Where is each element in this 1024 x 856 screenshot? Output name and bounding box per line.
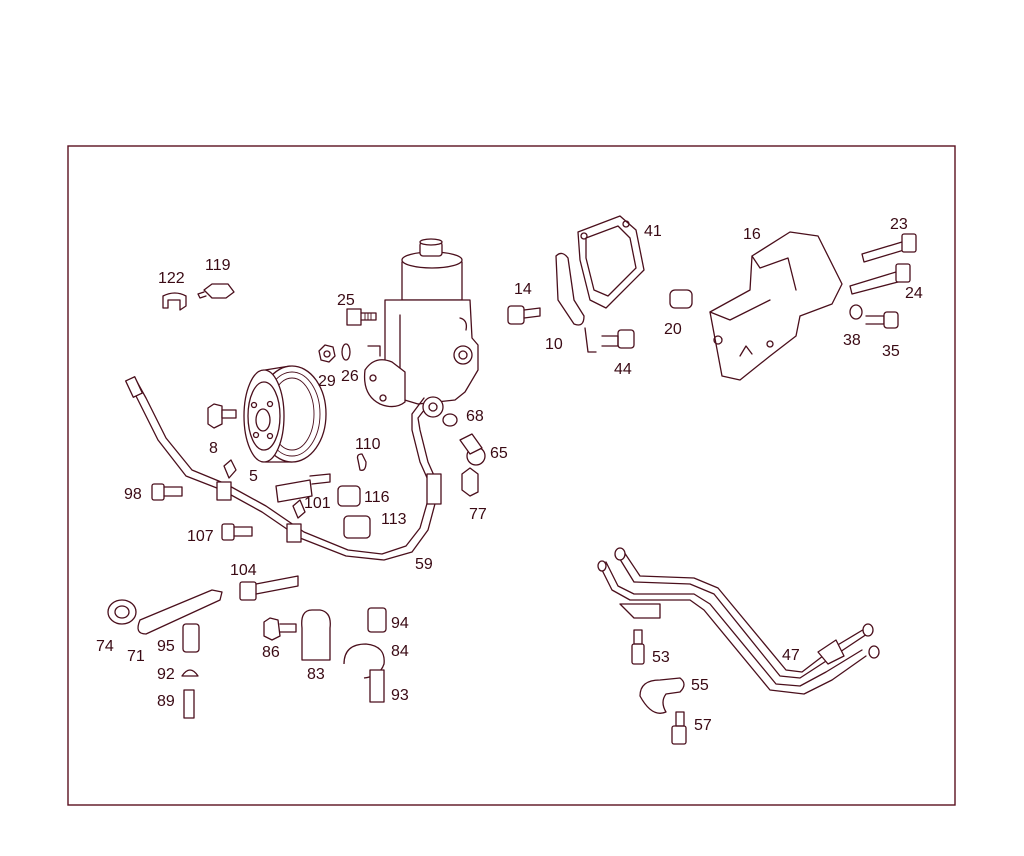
- label-53: 53: [652, 649, 670, 666]
- bolt-8: [207, 403, 237, 429]
- label-23: 23: [890, 216, 908, 233]
- clips-122-119: [162, 283, 235, 311]
- label-86: 86: [262, 644, 280, 661]
- label-98: 98: [124, 486, 142, 503]
- label-110: 110: [355, 436, 381, 453]
- label-94: 94: [391, 615, 409, 632]
- label-44: 44: [614, 361, 632, 378]
- gasket-41: [577, 215, 645, 309]
- label-71: 71: [127, 648, 145, 665]
- hose-59: [125, 376, 444, 561]
- bracket-16: [709, 231, 843, 381]
- label-77: 77: [469, 506, 487, 523]
- label-113: 113: [381, 511, 407, 528]
- pulley-drawing: [243, 365, 327, 463]
- label-89: 89: [157, 693, 175, 710]
- label-24: 24: [905, 285, 923, 302]
- bolt-57: [671, 711, 687, 745]
- bolt-25: [346, 308, 377, 326]
- label-122: 122: [158, 270, 185, 287]
- label-29: 29: [318, 373, 336, 390]
- label-55: 55: [691, 677, 709, 694]
- part-labels: 122 119 25 29 26 8 5 98 107 110 101 116 …: [96, 216, 923, 734]
- label-101: 101: [304, 495, 331, 512]
- sleeve-20: [669, 289, 693, 309]
- steering-pump-drawing: [363, 238, 479, 408]
- parts-74-71-95-92-89: [107, 589, 223, 719]
- label-20: 20: [664, 321, 682, 338]
- label-84: 84: [391, 643, 409, 660]
- label-5: 5: [249, 468, 258, 485]
- bolt-53: [631, 629, 645, 665]
- label-16: 16: [743, 226, 761, 243]
- pipe-assembly-47: [597, 547, 880, 695]
- label-83: 83: [307, 666, 325, 683]
- label-65: 65: [490, 445, 508, 462]
- label-119: 119: [205, 257, 231, 274]
- bracket-10: [555, 252, 597, 353]
- label-14: 14: [514, 281, 532, 298]
- label-74: 74: [96, 638, 114, 655]
- label-104: 104: [230, 562, 257, 579]
- parts-86-83-94-84-93: [263, 607, 387, 703]
- label-95: 95: [157, 638, 175, 655]
- nut-29-washer-26: [318, 343, 351, 363]
- bolt-98: [151, 483, 183, 501]
- parts-68-65-77: [442, 413, 486, 497]
- label-41: 41: [644, 223, 662, 240]
- label-93: 93: [391, 687, 409, 704]
- clamp-55: [639, 677, 685, 714]
- label-47: 47: [782, 647, 800, 664]
- label-8: 8: [209, 440, 218, 457]
- diagram-frame: [67, 145, 956, 806]
- bolts-23-24: [849, 233, 917, 329]
- label-35: 35: [882, 343, 900, 360]
- label-59: 59: [415, 556, 433, 573]
- parts-110-101-116-113: [275, 453, 371, 539]
- bolt-107: [221, 523, 253, 541]
- label-25: 25: [337, 292, 355, 309]
- bolt-44: [601, 329, 635, 349]
- label-26: 26: [341, 368, 359, 385]
- label-92: 92: [157, 666, 175, 683]
- label-116: 116: [364, 489, 390, 506]
- bolt-104: [239, 575, 299, 601]
- label-68: 68: [466, 408, 484, 425]
- label-38: 38: [843, 332, 861, 349]
- bolt-14: [507, 305, 541, 325]
- label-10: 10: [545, 336, 563, 353]
- label-57: 57: [694, 717, 712, 734]
- label-107: 107: [187, 528, 214, 545]
